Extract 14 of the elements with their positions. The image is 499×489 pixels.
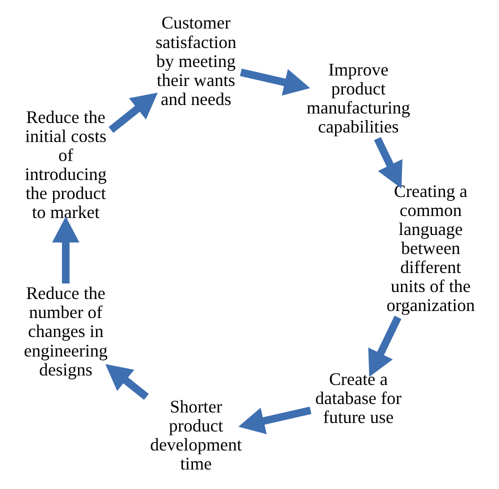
- arrow: [105, 364, 149, 400]
- node-text: Customer satisfaction by meeting their wants and needs: [156, 12, 236, 109]
- arrow: [238, 406, 312, 434]
- node-text: Reduce the number of changes in engineering designs: [24, 283, 108, 380]
- arrow: [240, 68, 310, 96]
- node-text: Create a database for future use: [315, 369, 402, 428]
- node-text: Shorter product development time: [150, 396, 242, 474]
- arrow: [52, 216, 80, 284]
- arrow: [368, 316, 402, 377]
- node-text: Creating a common language between different units of the organization: [386, 180, 475, 316]
- arrow: [108, 92, 158, 133]
- node-text: Improve product manufacturing capabilities: [306, 59, 410, 136]
- arrow: [374, 136, 402, 188]
- node-text: Reduce the initial costs of introducing the product to market: [24, 107, 107, 222]
